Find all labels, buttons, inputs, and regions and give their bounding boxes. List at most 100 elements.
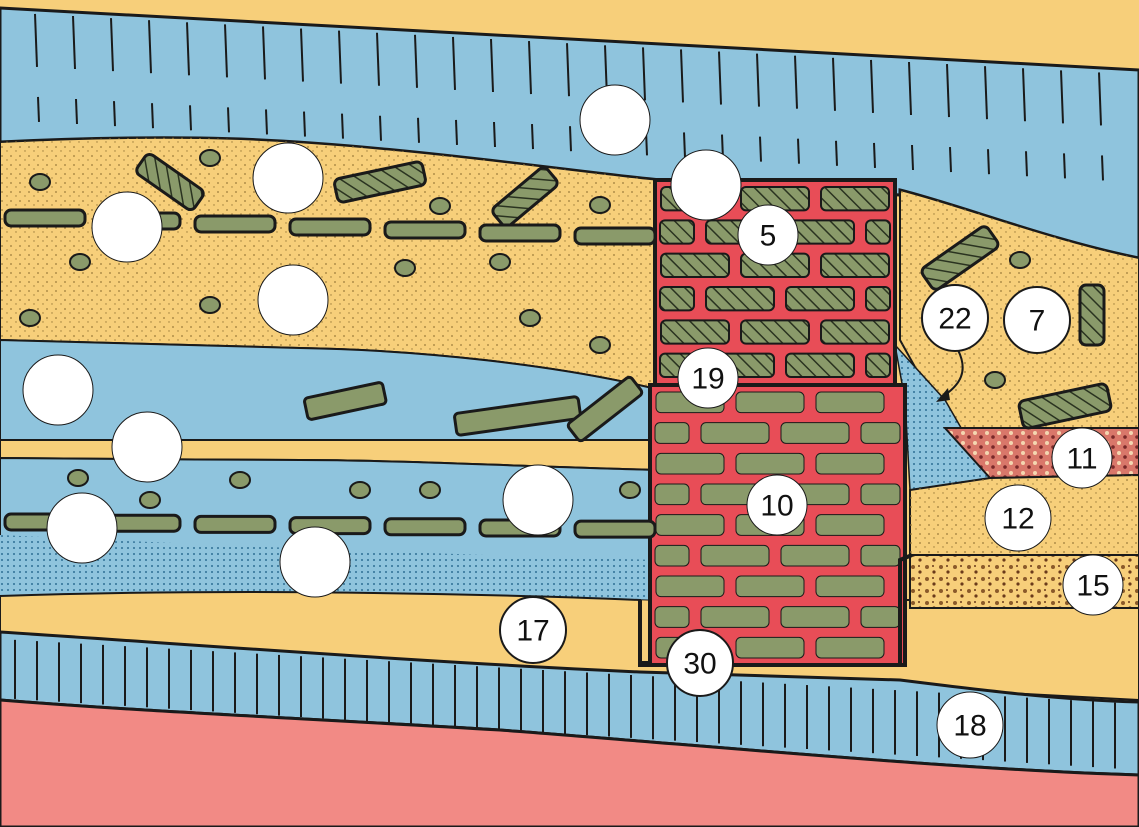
brick xyxy=(655,423,689,444)
clay-tick xyxy=(266,109,267,134)
clay-tick xyxy=(798,139,799,164)
clay-tick xyxy=(76,99,77,124)
pebble xyxy=(590,197,610,213)
pebble xyxy=(140,492,160,508)
brick xyxy=(655,607,689,628)
clay-tick xyxy=(494,122,495,147)
marker-30-label: 30 xyxy=(683,648,716,681)
brick xyxy=(816,453,884,474)
marker-15: 15 xyxy=(1063,555,1123,615)
brick xyxy=(656,453,724,474)
marker-15-label: 15 xyxy=(1076,570,1109,603)
brick xyxy=(736,637,804,658)
brick xyxy=(655,484,689,505)
clay-tick xyxy=(1102,155,1103,180)
pebble xyxy=(590,337,610,353)
brick xyxy=(821,320,889,343)
brick xyxy=(861,545,900,566)
clay-tick xyxy=(950,147,951,172)
brick xyxy=(861,484,900,505)
brick xyxy=(741,320,809,343)
pebble xyxy=(68,470,88,486)
brick xyxy=(861,607,900,628)
floor-slab xyxy=(575,521,655,537)
brick xyxy=(781,545,849,566)
marker-5-label: 5 xyxy=(760,220,777,253)
marker-7-label: 7 xyxy=(1029,305,1046,338)
blank-marker xyxy=(23,355,93,425)
clay-tick xyxy=(1064,153,1065,178)
clay-tick xyxy=(684,132,685,157)
blank-marker xyxy=(253,143,323,213)
brick xyxy=(821,187,889,210)
marker-22-label: 22 xyxy=(938,303,971,336)
marker-10-label: 10 xyxy=(760,490,793,523)
brick xyxy=(866,354,890,377)
clay-tick xyxy=(874,143,875,168)
brick xyxy=(816,576,884,597)
pebble xyxy=(430,198,450,214)
brick xyxy=(786,354,854,377)
pebble xyxy=(420,482,440,498)
pebble xyxy=(520,310,540,326)
clay-tick xyxy=(836,141,837,166)
marker-11: 11 xyxy=(1052,428,1112,488)
marker-30: 30 xyxy=(667,630,733,696)
brick xyxy=(816,392,884,413)
marker-7: 7 xyxy=(1004,287,1070,353)
marker-17-label: 17 xyxy=(516,615,549,648)
floor-slab xyxy=(480,225,560,241)
brick xyxy=(655,545,689,566)
brick xyxy=(736,576,804,597)
pebble xyxy=(620,482,640,498)
marker-12: 12 xyxy=(985,485,1051,551)
brick xyxy=(660,220,694,243)
clay-tick xyxy=(38,97,39,122)
clay-tick xyxy=(152,103,153,128)
brick xyxy=(661,320,729,343)
brick xyxy=(656,576,724,597)
brick xyxy=(701,607,769,628)
blank-marker xyxy=(258,265,328,335)
blank-marker xyxy=(671,150,741,220)
clay-tick xyxy=(912,145,913,170)
clay-tick xyxy=(342,114,343,139)
brick xyxy=(866,287,890,310)
brick xyxy=(781,607,849,628)
blank-marker xyxy=(47,493,117,563)
marker-18-label: 18 xyxy=(953,710,986,743)
brick xyxy=(736,453,804,474)
pebble xyxy=(1010,252,1030,268)
marker-12-label: 12 xyxy=(1001,503,1034,536)
brick xyxy=(706,287,774,310)
pebble xyxy=(70,254,90,270)
pebble xyxy=(395,260,415,276)
clay-tick xyxy=(570,126,571,151)
brick xyxy=(866,220,890,243)
pebble xyxy=(200,150,220,166)
floor-slab xyxy=(195,516,275,532)
blank-marker xyxy=(92,192,162,262)
brick xyxy=(786,287,854,310)
clay-tick xyxy=(304,112,305,137)
brick xyxy=(816,515,884,536)
marker-18: 18 xyxy=(937,692,1003,758)
brick xyxy=(816,637,884,658)
marker-17: 17 xyxy=(500,597,566,663)
blank-marker xyxy=(503,465,573,535)
pebble xyxy=(985,372,1005,388)
blank-marker xyxy=(112,412,182,482)
pebble xyxy=(30,174,50,190)
brick xyxy=(656,515,724,536)
clay-tick xyxy=(1026,151,1027,176)
clay-tick xyxy=(988,149,989,174)
blank-marker xyxy=(580,85,650,155)
brick xyxy=(736,392,804,413)
floor-slab xyxy=(385,519,465,535)
pebble xyxy=(200,297,220,313)
clay-tick xyxy=(456,120,457,145)
brick xyxy=(821,254,889,277)
pebble xyxy=(490,254,510,270)
